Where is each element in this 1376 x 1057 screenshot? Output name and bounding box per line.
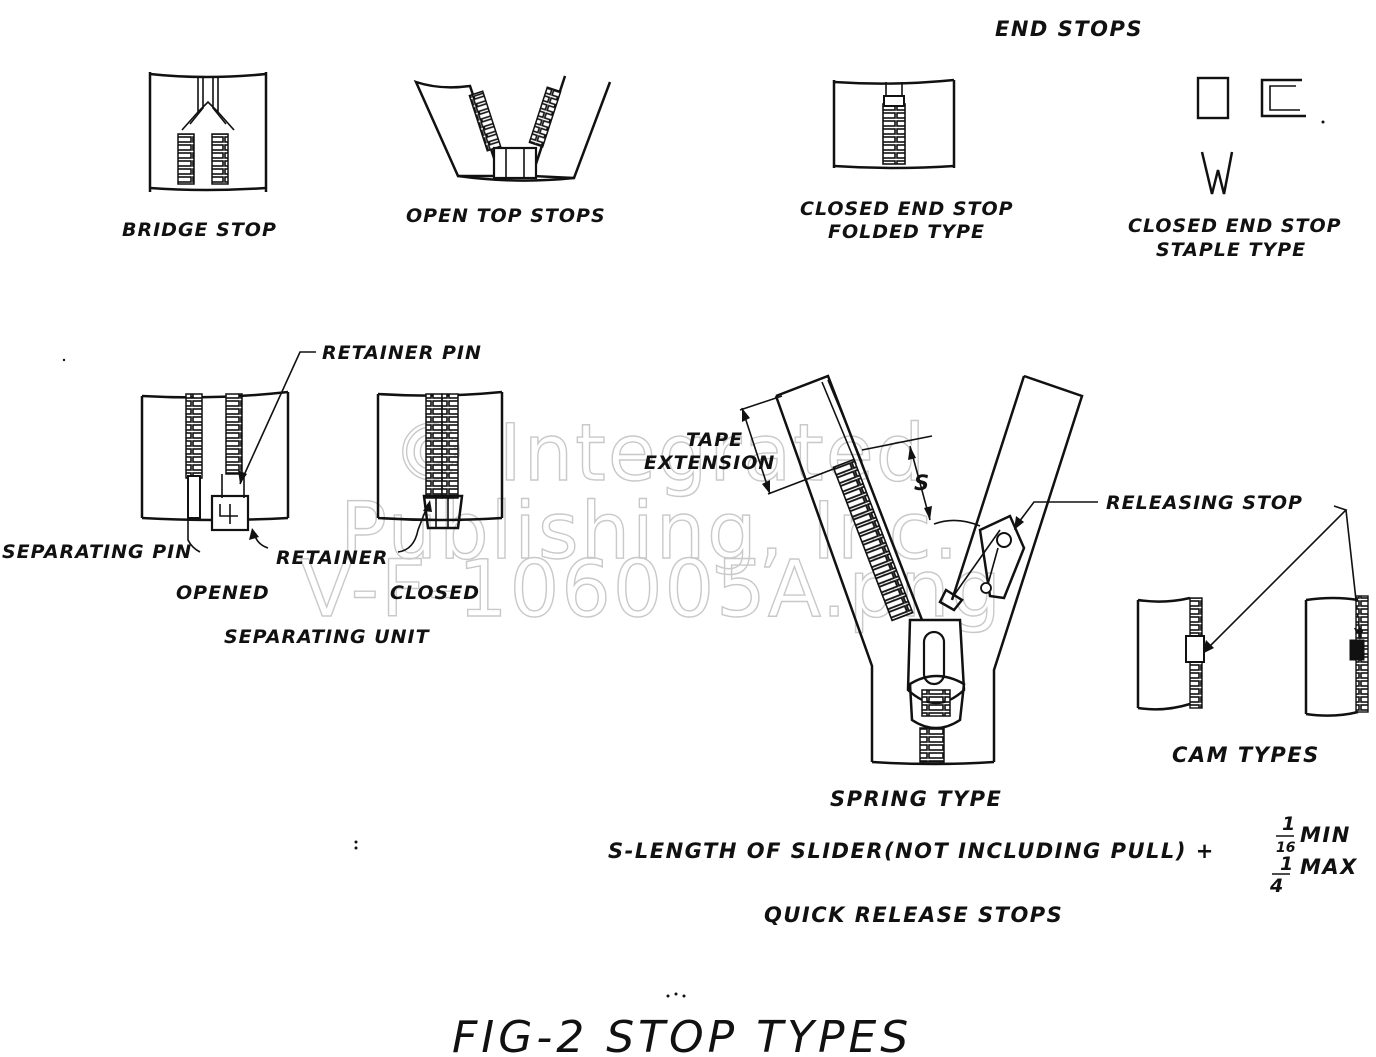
closed-end-staple-figure — [1196, 76, 1325, 195]
open-top-stops-label: OPEN TOP STOPS — [406, 205, 606, 227]
end-stops-heading: END STOPS — [995, 17, 1143, 41]
releasing-stop-label: RELEASING STOP — [1106, 492, 1303, 514]
min-label: MIN — [1300, 823, 1351, 847]
opened-label: OPENED — [176, 582, 270, 604]
scan-dot — [354, 846, 358, 850]
separating-unit-closed-figure — [376, 390, 504, 530]
releasing-stop-callouts — [1014, 501, 1364, 654]
scan-dot — [674, 992, 678, 996]
closed-staple-label-1: CLOSED END STOP — [1128, 215, 1342, 237]
closed-label: CLOSED — [390, 582, 480, 604]
quick-release-stops-label: QUICK RELEASE STOPS — [764, 903, 1063, 927]
closed-end-folded-figure — [832, 78, 956, 170]
max-label: MAX — [1300, 855, 1358, 879]
extension-label: EXTENSION — [644, 452, 775, 474]
separating-unit-opened-figure — [140, 390, 290, 532]
cam-types-figure — [1136, 595, 1369, 717]
fraction-max-denominator: 4 — [1269, 875, 1284, 897]
closed-folded-label-1: CLOSED END STOP — [800, 198, 1014, 220]
separating-unit-callouts — [187, 351, 432, 553]
retainer-pin-label: RETAINER PIN — [322, 342, 482, 364]
scan-dot — [354, 840, 358, 844]
closed-folded-label-2: FOLDED TYPE — [828, 221, 985, 243]
bridge-stop-figure — [148, 72, 268, 192]
fraction-max-numerator: 1 — [1280, 853, 1294, 875]
bridge-stop-label: BRIDGE STOP — [122, 219, 277, 241]
retainer-label: RETAINER — [276, 547, 388, 569]
svg-text:© Integrated: © Integrated — [392, 409, 927, 499]
fraction-min-numerator: 1 — [1282, 813, 1296, 835]
spring-type-figure — [739, 374, 1084, 766]
separating-pin-label: SEPARATING PIN — [2, 541, 192, 563]
scan-dot — [666, 994, 670, 998]
fraction-min-denominator: 16 — [1276, 840, 1296, 856]
figure-title: FIG-2 STOP TYPES — [452, 1012, 912, 1057]
spring-type-label: SPRING TYPE — [830, 787, 1002, 811]
scan-dot — [682, 994, 686, 998]
s-dimension-label: S — [914, 471, 931, 495]
separating-unit-label: SEPARATING UNIT — [224, 626, 431, 648]
slider-length-formula: S-LENGTH OF SLIDER(NOT INCLUDING PULL) + — [608, 839, 1215, 863]
scan-dot — [62, 358, 66, 362]
closed-staple-label-2: STAPLE TYPE — [1156, 239, 1306, 261]
tape-label: TAPE — [686, 429, 743, 451]
open-top-stops-figure — [413, 75, 612, 182]
cam-types-label: CAM TYPES — [1172, 743, 1320, 767]
